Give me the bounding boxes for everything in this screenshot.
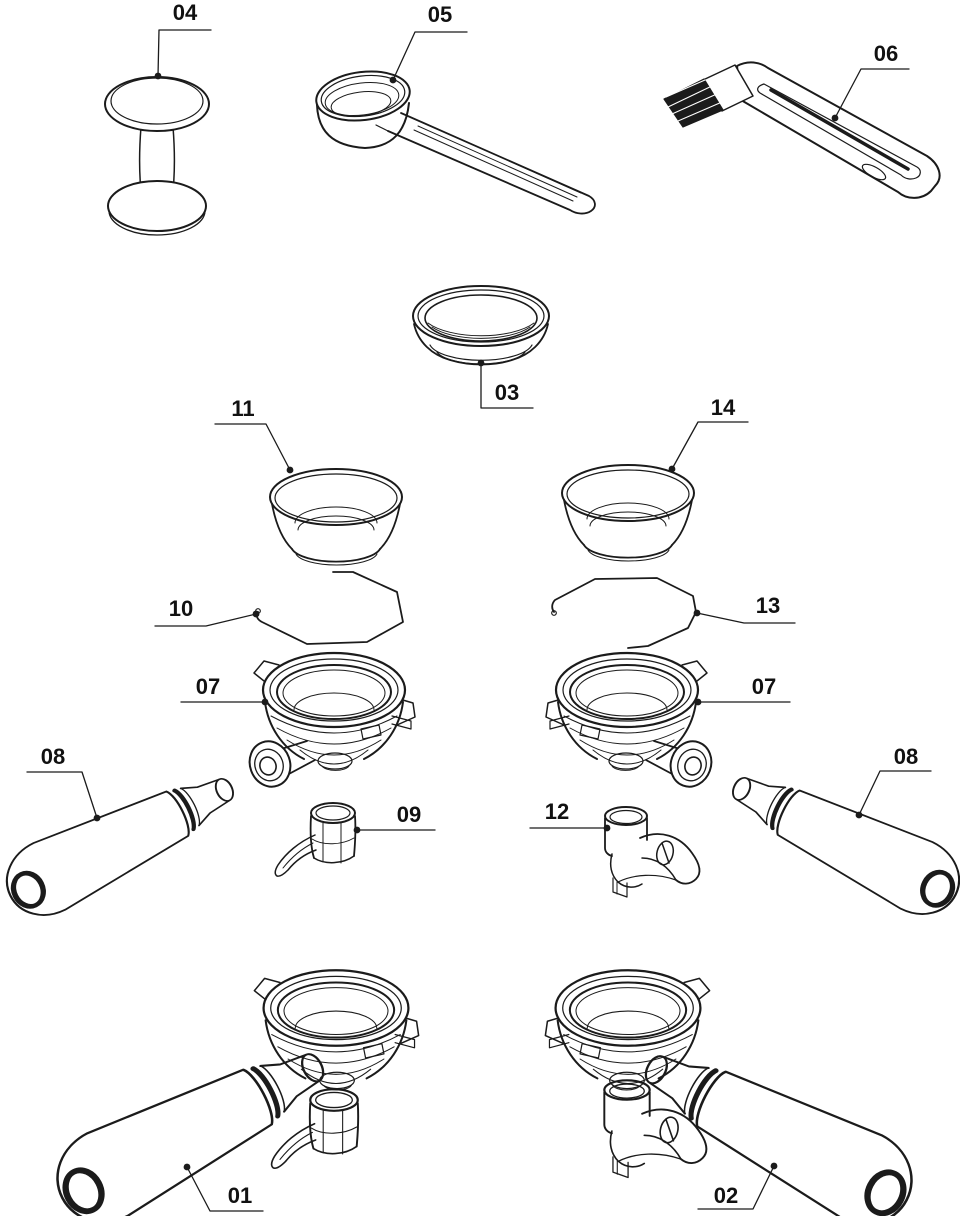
leader-dot-07-9 [694, 698, 702, 706]
part-label-08-11: 08 [893, 744, 919, 769]
retaining-spring-left-drawing [254, 571, 404, 645]
leader-dot-06-2 [831, 114, 839, 122]
callout-layer [26, 29, 932, 1212]
leader-line-11-4 [214, 423, 291, 471]
leader-line-03-3 [480, 362, 534, 409]
handle-left-drawing [0, 753, 248, 928]
leader-dot-10-6 [252, 610, 260, 618]
leader-dot-05-1 [389, 76, 397, 84]
part-label-07-9: 07 [751, 674, 777, 699]
part-label-08-10: 08 [40, 744, 66, 769]
tamper-drawing [104, 76, 210, 236]
leader-line-10-6 [154, 613, 257, 627]
leader-line-04-0 [157, 29, 212, 77]
leader-dot-08-10 [93, 814, 101, 822]
leader-dot-14-5 [668, 465, 676, 473]
part-label-05-1: 05 [427, 2, 453, 27]
filter-basket-deep-right-drawing [561, 464, 695, 562]
leader-line-01-14 [186, 1166, 264, 1212]
leader-dot-11-4 [286, 466, 294, 474]
part-label-11-4: 11 [231, 396, 255, 421]
part-label-14-5: 14 [710, 395, 736, 420]
double-spout-drawing [604, 806, 701, 898]
leader-line-14-5 [671, 421, 749, 470]
leader-line-02-15 [697, 1165, 775, 1210]
part-label-09-12: 09 [396, 802, 422, 827]
retaining-spring-right-drawing [550, 577, 697, 649]
leader-dot-02-15 [770, 1162, 778, 1170]
part-label-13-7: 13 [755, 593, 781, 618]
leader-dot-01-14 [183, 1163, 191, 1171]
part-label-06-2: 06 [873, 41, 899, 66]
part-label-12-13: 12 [544, 799, 570, 824]
coffee-scoop-drawing [315, 70, 596, 215]
portafilter-body-left-drawing [242, 651, 417, 794]
filter-basket-deep-left-drawing [269, 468, 403, 566]
part-label-04-0: 04 [172, 0, 198, 25]
part-label-02-15: 02 [713, 1183, 739, 1208]
leader-dot-12-13 [603, 824, 611, 832]
handle-right-drawing [718, 752, 960, 927]
leader-line-08-11 [858, 770, 932, 816]
filter-basket-shallow-drawing [412, 285, 550, 366]
part-label-10-6: 10 [168, 596, 194, 621]
part-label-07-8: 07 [195, 674, 221, 699]
leader-line-06-2 [834, 68, 910, 119]
part-label-03-3: 03 [494, 380, 520, 405]
leader-dot-08-11 [855, 811, 863, 819]
portafilter-body-right-drawing [544, 651, 719, 794]
leader-line-13-7 [696, 612, 796, 624]
single-spout-drawing [274, 802, 357, 878]
leader-line-05-1 [392, 31, 468, 81]
leader-dot-13-7 [693, 609, 701, 617]
cleaning-brush-drawing [663, 61, 941, 199]
leader-dot-07-8 [261, 698, 269, 706]
leader-dot-03-3 [477, 359, 485, 367]
leader-line-08-10 [26, 771, 98, 819]
assembled-portafilter-single-drawing [41, 969, 420, 1216]
leader-dot-04-0 [154, 72, 162, 80]
assembled-portafilter-double-drawing [544, 969, 927, 1216]
leader-dot-09-12 [353, 826, 361, 834]
part-label-01-14: 01 [227, 1183, 253, 1208]
